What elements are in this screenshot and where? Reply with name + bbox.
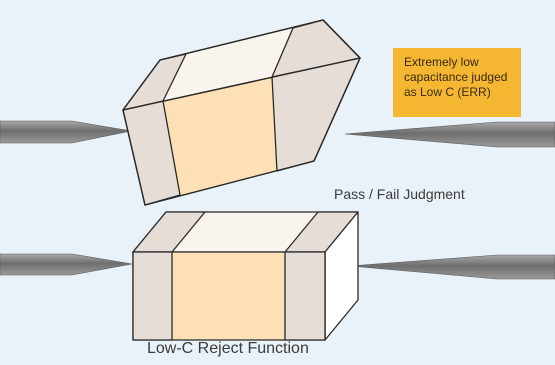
pass-fail-caption: Pass / Fail Judgment (334, 186, 465, 202)
low-c-error-callout: Extremely low capacitance judged as Low … (393, 48, 521, 117)
bottom-right-probe-icon (349, 254, 555, 280)
level-capacitor (132, 211, 359, 341)
top-right-probe-icon (344, 121, 555, 148)
tilted-capacitor (122, 19, 361, 206)
right-electrode (284, 251, 326, 341)
left-electrode (132, 251, 173, 341)
low-c-reject-caption: Low-C Reject Function (147, 340, 309, 357)
top-left-probe-icon (0, 120, 132, 144)
bottom-left-probe-icon (0, 253, 133, 276)
